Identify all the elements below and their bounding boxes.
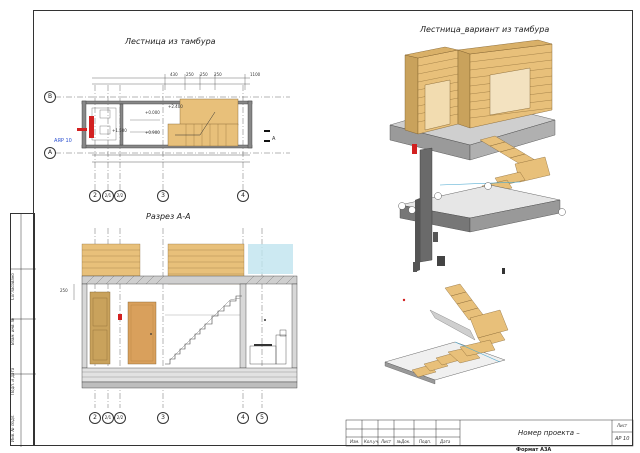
stamp-col-sign: Подп. <box>419 439 432 444</box>
stamp-col-doc: №Док. <box>397 439 411 444</box>
sheet-value: АР 10 <box>615 436 630 442</box>
sheet-label: Лист <box>617 423 628 428</box>
plan-title: Лестница из тамбура <box>125 37 216 46</box>
section-height-label: 250 <box>60 288 68 293</box>
section-axis-5: 5 <box>256 412 268 424</box>
section-axis-2: 2 <box>89 412 101 424</box>
plan-tag: АЯР 10 <box>54 138 72 144</box>
section-axis-3: 3 <box>157 412 169 424</box>
plan-axis-B: B <box>44 91 56 103</box>
plan-level-1: +0.000 <box>145 110 160 115</box>
drawing-frame <box>33 10 633 446</box>
plan-dim-3: 250 <box>200 72 208 77</box>
format-label: Формат А3А <box>516 447 552 453</box>
plan-section-mark: A <box>272 136 276 142</box>
stamp-col-list: Лист <box>381 439 392 444</box>
section-axis-2-1: 2/1 <box>102 412 114 424</box>
project-number: Номер проекта – <box>518 429 580 437</box>
section-title: Разрез А-А <box>146 212 191 221</box>
plan-dim-1: 430 <box>170 72 178 77</box>
plan-level-2: +1.500 <box>112 128 127 133</box>
plan-level-4: +2.400 <box>168 104 183 109</box>
view3d-title: Лестница_вариант из тамбура <box>420 25 550 34</box>
plan-dim-5: 1100 <box>250 72 261 77</box>
plan-axis-2: 2 <box>89 190 101 202</box>
approval-sidebar <box>10 213 36 447</box>
plan-dim-2: 250 <box>186 72 194 77</box>
plan-dim-4: 250 <box>214 72 222 77</box>
plan-axis-3: 3 <box>157 190 169 202</box>
section-axis-4: 4 <box>237 412 249 424</box>
plan-axis-2-1: 2/1 <box>102 190 114 202</box>
stamp-col-date: Дата <box>440 439 451 444</box>
stamp-col-kol: Кол.уч. <box>364 439 380 444</box>
plan-axis-2-2: 2/2 <box>114 190 126 202</box>
plan-axis-4: 4 <box>237 190 249 202</box>
section-axis-2-2: 2/2 <box>114 412 126 424</box>
plan-level-3: +0.900 <box>145 130 160 135</box>
plan-axis-A: A <box>44 147 56 159</box>
stamp-col-izm: Изм. <box>350 439 360 444</box>
